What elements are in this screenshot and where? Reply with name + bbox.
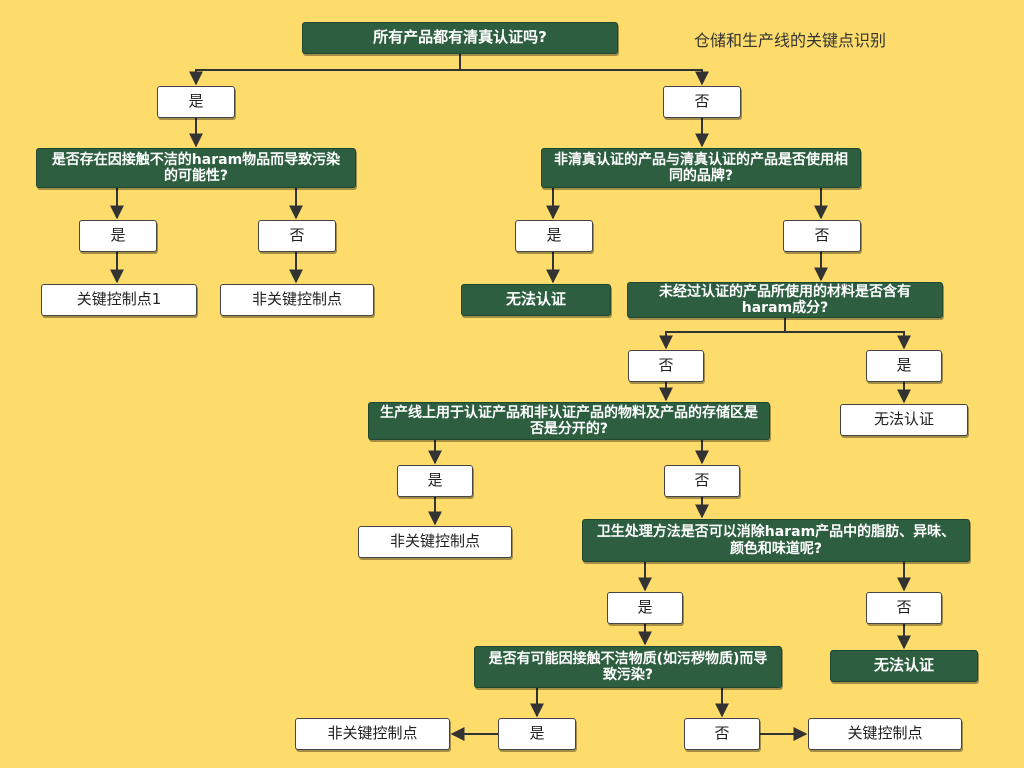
q3-same-brand: 非清真认证的产品与清真认证的产品是否使用相同的品牌?: [541, 148, 861, 188]
q1-halal-certified: 所有产品都有清真认证吗?: [302, 22, 618, 54]
answer-yes: 是: [515, 220, 593, 252]
q7-impurity-contact: 是否有可能因接触不洁物质(如污秽物质)而导致污染?: [474, 646, 782, 688]
answer-no: 否: [664, 465, 740, 497]
answer-yes: 是: [79, 220, 157, 252]
edge-q1-split: [189, 54, 461, 86]
q5-storage-separated: 生产线上用于认证产品和非认证产品的物料及产品的存储区是否是分开的?: [368, 402, 770, 440]
answer-no: 否: [258, 220, 336, 252]
result-cannot-certify: 无法认证: [461, 284, 611, 316]
q2-contamination-risk: 是否存在因接触不洁的haram物品而导致污染的可能性?: [36, 148, 356, 188]
answer-no: 否: [663, 86, 741, 118]
result-ccp-1: 关键控制点1: [41, 284, 197, 316]
answer-yes: 是: [397, 465, 473, 497]
q4-haram-materials: 未经过认证的产品所使用的材料是否含有haram成分?: [627, 282, 943, 318]
edge-q4-yes: [785, 331, 911, 350]
answer-no: 否: [628, 350, 704, 382]
result-non-ccp: 非关键控制点: [220, 284, 374, 316]
q6-sanitation-method: 卫生处理方法是否可以消除haram产品中的脂肪、异味、颜色和味道呢?: [582, 519, 970, 562]
answer-yes: 是: [866, 350, 942, 382]
answer-no: 否: [783, 220, 861, 252]
answer-yes: 是: [157, 86, 235, 118]
diagram-title: 仓储和生产线的关键点识别: [694, 31, 887, 50]
result-cannot-certify: 无法认证: [830, 650, 978, 682]
edge-q4-split: [659, 318, 786, 350]
result-non-ccp: 非关键控制点: [358, 526, 512, 558]
edge-q1-no: [460, 69, 709, 86]
result-ccp: 关键控制点: [808, 718, 962, 750]
result-cannot-certify: 无法认证: [840, 404, 968, 436]
answer-no: 否: [684, 718, 760, 750]
answer-yes: 是: [498, 718, 576, 750]
result-non-ccp: 非关键控制点: [295, 718, 450, 750]
answer-yes: 是: [607, 592, 683, 624]
answer-no: 否: [866, 592, 942, 624]
